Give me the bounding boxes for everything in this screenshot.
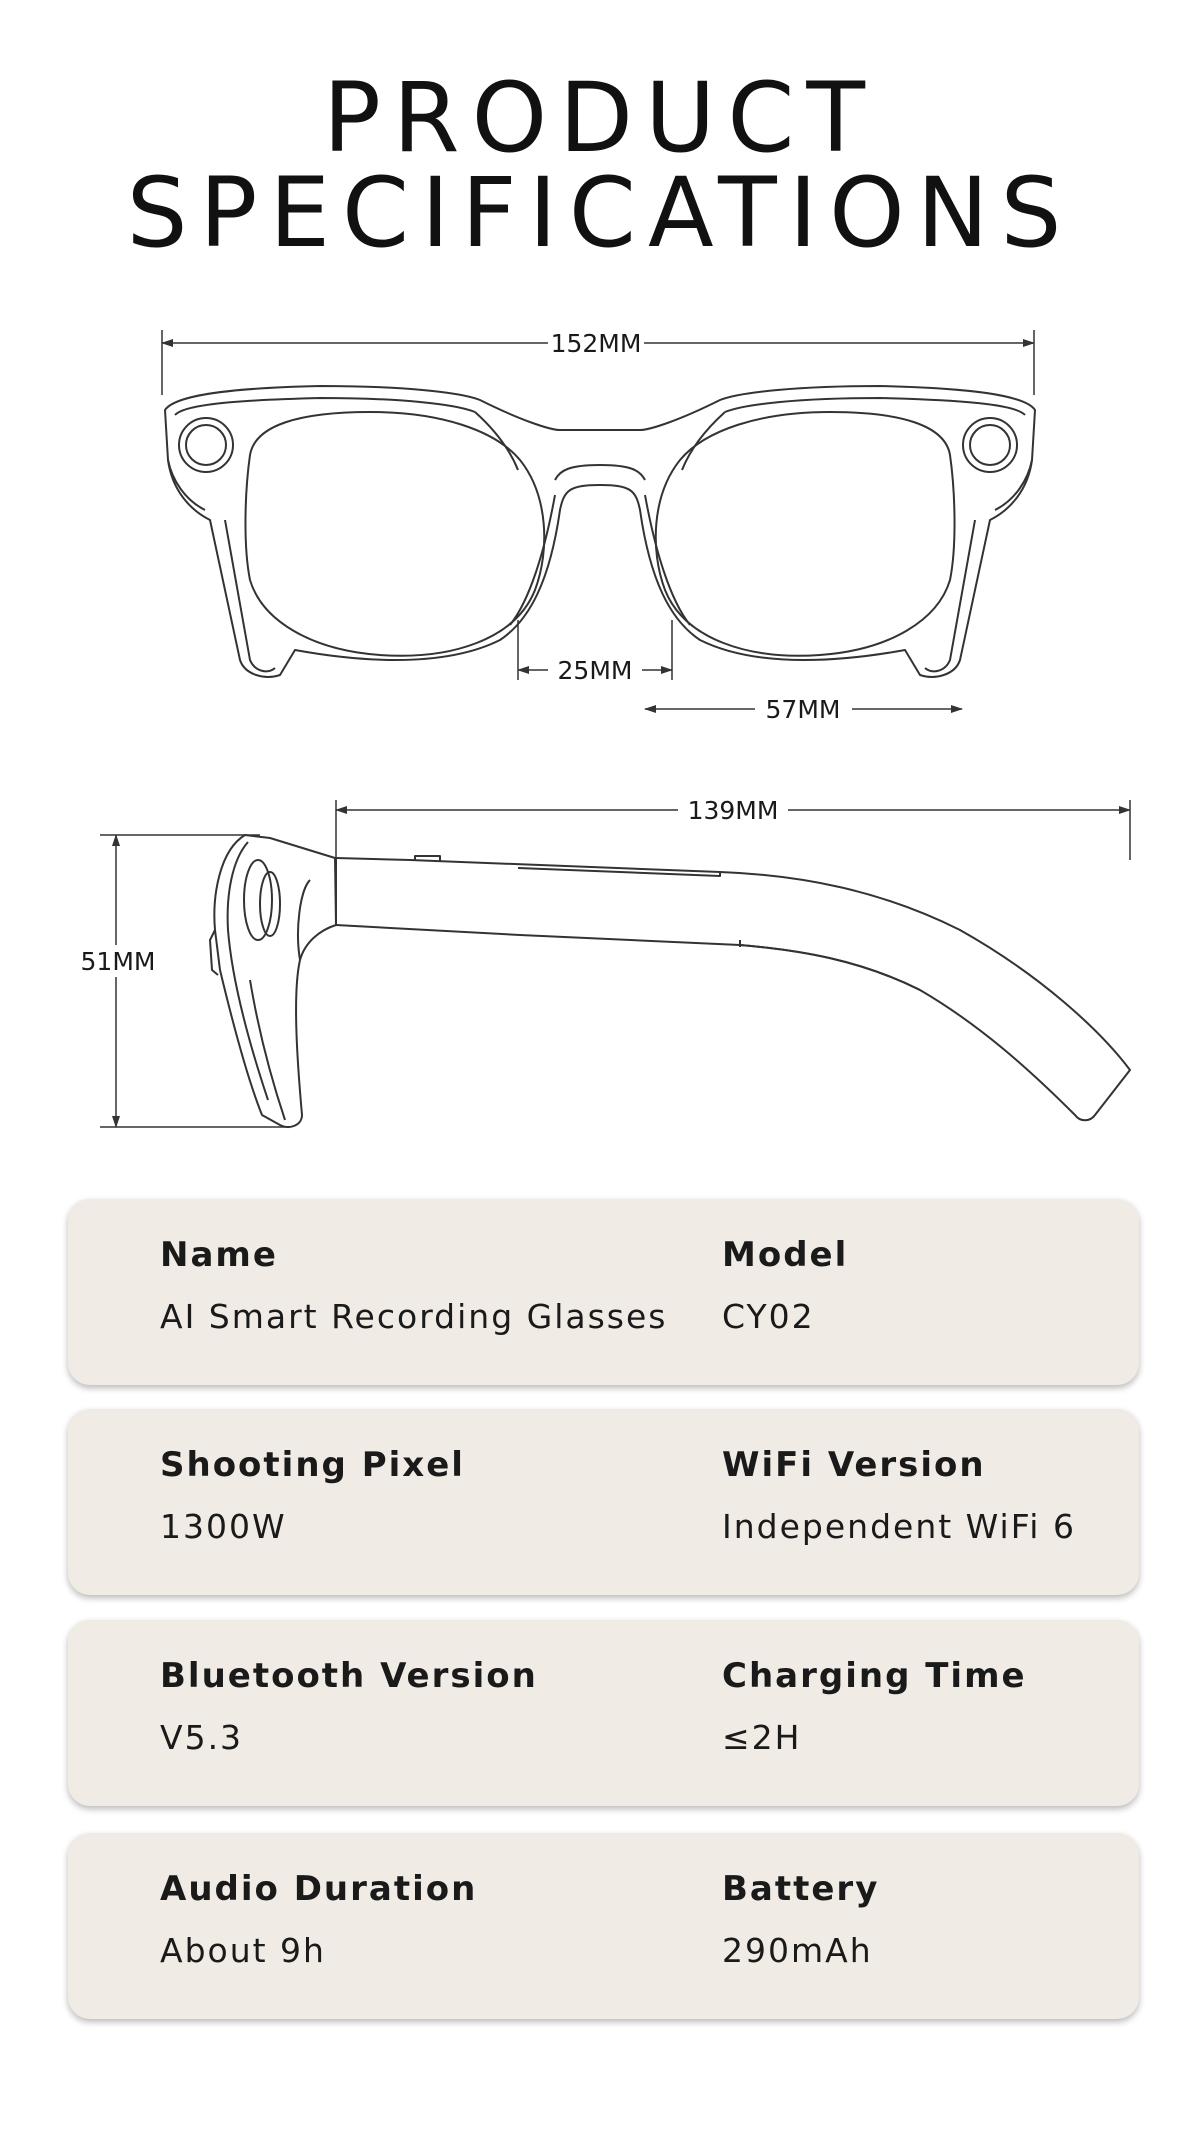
spec-label: WiFi Version	[722, 1445, 986, 1485]
camera-left-outer	[178, 417, 234, 473]
spec-value: 1300W	[160, 1507, 287, 1546]
front-view-svg: 152MM	[161, 329, 1036, 724]
camera-left-inner	[185, 424, 227, 466]
spec-label: Shooting Pixel	[160, 1445, 465, 1485]
spec-value: V5.3	[160, 1718, 244, 1757]
spec-card-4: Audio Duration About 9h Battery 290mAh	[68, 1833, 1139, 2019]
spec-value: ≤2H	[722, 1718, 802, 1757]
front-view-drawing: 152MM	[0, 320, 1200, 740]
spec-card-3: Bluetooth Version V5.3 Charging Time ≤2H	[68, 1620, 1139, 1806]
spec-label: Bluetooth Version	[160, 1656, 538, 1696]
dim-bridge-width-label: 25MM	[558, 656, 633, 685]
side-frame	[209, 834, 1131, 1128]
side-view-drawing: 139MM 51MM	[0, 780, 1200, 1140]
spec-label: Audio Duration	[160, 1869, 478, 1909]
spec-label: Model	[722, 1235, 849, 1275]
spec-value: About 9h	[160, 1931, 326, 1970]
side-camera-inner	[259, 871, 281, 937]
dim-total-width-label: 152MM	[551, 329, 642, 358]
spec-label: Name	[160, 1235, 278, 1275]
spec-label: Charging Time	[722, 1656, 1027, 1696]
dim-height-label: 51MM	[81, 947, 156, 976]
spec-value: Independent WiFi 6	[722, 1507, 1076, 1546]
spec-value: CY02	[722, 1297, 815, 1336]
front-cameras	[178, 417, 1018, 473]
spec-value: 290mAh	[722, 1931, 873, 1970]
spec-label: Battery	[722, 1869, 880, 1909]
side-camera-outer	[243, 859, 273, 941]
spec-value: AI Smart Recording Glasses	[160, 1297, 668, 1336]
page-title-line2: SPECIFICATIONS	[126, 157, 1074, 269]
spec-card-2: Shooting Pixel 1300W WiFi Version Indepe…	[68, 1409, 1139, 1595]
spec-card-1: Name AI Smart Recording Glasses Model CY…	[68, 1199, 1139, 1385]
camera-right-outer	[962, 417, 1018, 473]
dim-lens-width-label: 57MM	[766, 695, 841, 724]
side-view-svg: 139MM 51MM	[77, 796, 1131, 1128]
camera-right-inner	[969, 424, 1011, 466]
front-frame	[164, 385, 1036, 678]
page-title-line1: PRODUCT	[322, 62, 877, 174]
dim-temple-length-label: 139MM	[688, 796, 779, 825]
